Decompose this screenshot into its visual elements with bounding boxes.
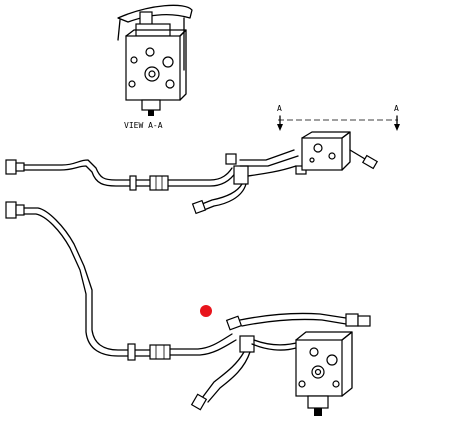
upper-hose-assembly	[5, 131, 379, 215]
section-mark-right: A	[394, 104, 399, 113]
lower-hose-assembly	[5, 201, 371, 416]
section-line: A A	[277, 104, 400, 131]
section-mark-left: A	[277, 104, 282, 113]
callout-marker-dot	[200, 305, 212, 317]
view-a-a-detail: VIEW A-A	[117, 4, 193, 130]
view-label: VIEW A-A	[124, 121, 163, 130]
